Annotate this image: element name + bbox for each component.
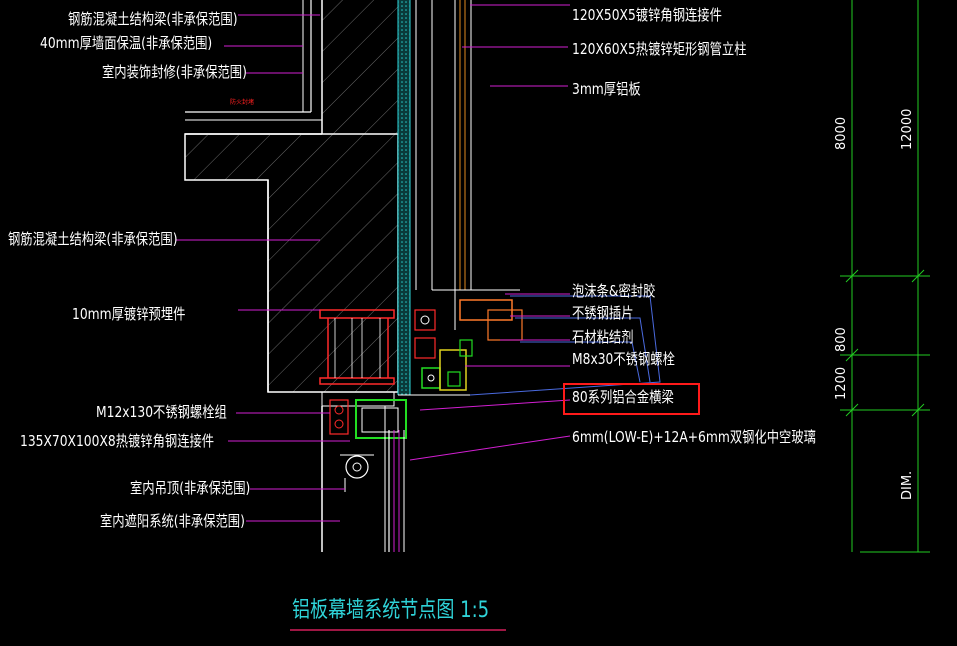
curtain-wall-lines <box>415 0 520 330</box>
label-wall-insulation: 40mm厚墙面保温(非承保范围) <box>40 34 213 52</box>
leader-lines <box>176 4 571 522</box>
insulated-glass <box>321 406 405 552</box>
dim-12000: 12000 <box>900 108 915 150</box>
label-m8-bolt: M8x30不锈钢螺栓 <box>572 350 675 368</box>
label-bolt-group: M12x130不锈钢螺栓组 <box>96 403 227 421</box>
label-ceiling: 室内吊顶(非承保范围) <box>130 479 251 497</box>
label-angle-connector-120: 120X50X5镀锌角钢连接件 <box>572 6 722 24</box>
steel-angle-bracket <box>321 391 407 439</box>
blue-leaders <box>469 295 661 396</box>
concrete-beam <box>184 133 399 393</box>
highlight-box <box>563 383 700 415</box>
drawing-title: 铝板幕墙系统节点图 1:5 <box>292 598 490 623</box>
dim-1200: 1200 <box>834 366 849 400</box>
upper-concrete-wall <box>185 0 398 135</box>
label-aluminum-panel: 3mm厚铝板 <box>572 80 641 98</box>
label-steel-insert: 不锈钢插片 <box>572 304 634 322</box>
dimension-lines <box>840 0 930 553</box>
label-structural-beam: 钢筋混凝土结构梁(非承保范围) <box>8 230 178 248</box>
insulation-strip <box>398 0 410 395</box>
dim-dim: DIM. <box>900 470 915 500</box>
embedded-plate <box>319 309 395 385</box>
dim-8000: 8000 <box>834 116 849 150</box>
blind-roller <box>340 454 374 492</box>
label-insulated-glass: 6mm(LOW-E)+12A+6mm双钢化中空玻璃 <box>572 428 816 446</box>
label-interior-finish: 室内装饰封修(非承保范围) <box>102 63 247 81</box>
dim-800: 800 <box>834 327 849 352</box>
label-angle-connector: 135X70X100X8热镀锌角钢连接件 <box>20 432 215 450</box>
label-steel-mullion: 120X60X5热镀锌矩形钢管立柱 <box>572 40 747 58</box>
label-stone-adhesive: 石材粘结剂 <box>572 328 634 346</box>
label-sunshade: 室内遮阳系统(非承保范围) <box>100 512 245 530</box>
label-structural-beam-top: 钢筋混凝土结构梁(非承保范围) <box>68 10 238 28</box>
transom-assembly <box>398 299 523 396</box>
label-embedded-plate: 10mm厚镀锌预埋件 <box>72 305 186 323</box>
red-tag: 防火封堵 <box>230 99 255 106</box>
label-aluminum-transom: 80系列铝合金横梁 <box>572 388 674 406</box>
label-foam-sealant: 泡沫条&密封胶 <box>572 282 656 300</box>
